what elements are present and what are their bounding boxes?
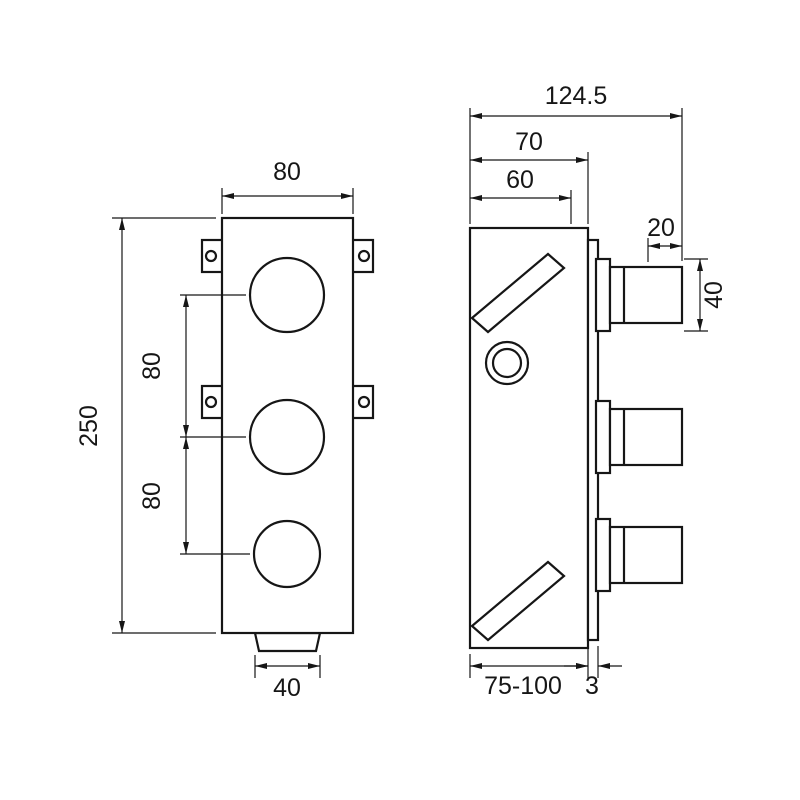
handle-barrel <box>608 407 684 467</box>
lever-bottom <box>470 560 566 642</box>
dim-label-inner-depth: 60 <box>506 166 534 194</box>
dim-label-spacing-lower: 80 <box>138 482 166 510</box>
faceplate <box>220 216 355 635</box>
handle-flange <box>594 257 612 333</box>
dim-body-depth: 70 <box>470 128 589 224</box>
handle-barrel <box>608 525 684 585</box>
dim-label-plate-thickness: 3 <box>585 672 599 700</box>
dim-label-bottom-outlet: 40 <box>273 674 301 702</box>
handle-flange <box>594 399 612 475</box>
dim-label-plate-width: 80 <box>273 158 301 186</box>
dim-handle-projection: 20 <box>647 214 682 262</box>
dim-label-overall-depth: 124.5 <box>545 82 608 110</box>
dim-label-spacing-upper: 80 <box>138 352 166 380</box>
screw-hole <box>204 249 218 263</box>
front-view: 80 250 80 80 40 <box>75 158 375 702</box>
dim-label-body-depth: 70 <box>515 128 543 156</box>
dim-inner-depth: 60 <box>470 166 572 224</box>
handle-bottom <box>594 517 684 593</box>
dim-knob-spacing: 80 80 <box>138 294 250 555</box>
dim-overall-depth: 124.5 <box>469 82 683 261</box>
mixer-port-outer <box>484 340 530 386</box>
dim-label-handle-projection: 20 <box>647 214 675 242</box>
handle-top <box>594 257 684 333</box>
dim-plate-width: 80 <box>221 158 354 214</box>
dim-handle-height: 40 <box>684 258 728 332</box>
screw-hole <box>357 395 371 409</box>
dim-install-depth: 75-100 3 <box>469 646 622 700</box>
knob-top <box>248 256 326 334</box>
knob-middle <box>248 398 326 476</box>
bottom-outlet-tab <box>253 631 322 653</box>
dim-bottom-outlet: 40 <box>254 655 321 702</box>
side-view: 124.5 70 60 20 40 <box>468 82 728 700</box>
dim-overall-height: 250 <box>75 217 216 634</box>
dim-label-handle-height: 40 <box>700 281 728 309</box>
screw-hole <box>204 395 218 409</box>
handle-flange <box>594 517 612 593</box>
tab-screw-holes <box>204 249 371 409</box>
handle-barrel <box>608 265 684 325</box>
mounting-tabs <box>200 238 375 420</box>
dim-label-overall-height: 250 <box>75 405 103 447</box>
knob-bottom <box>252 519 322 589</box>
screw-hole <box>357 249 371 263</box>
mixer-port-inner <box>491 347 523 379</box>
lever-top <box>470 252 566 334</box>
dim-label-install-depth: 75-100 <box>484 672 562 700</box>
handle-middle <box>594 399 684 475</box>
